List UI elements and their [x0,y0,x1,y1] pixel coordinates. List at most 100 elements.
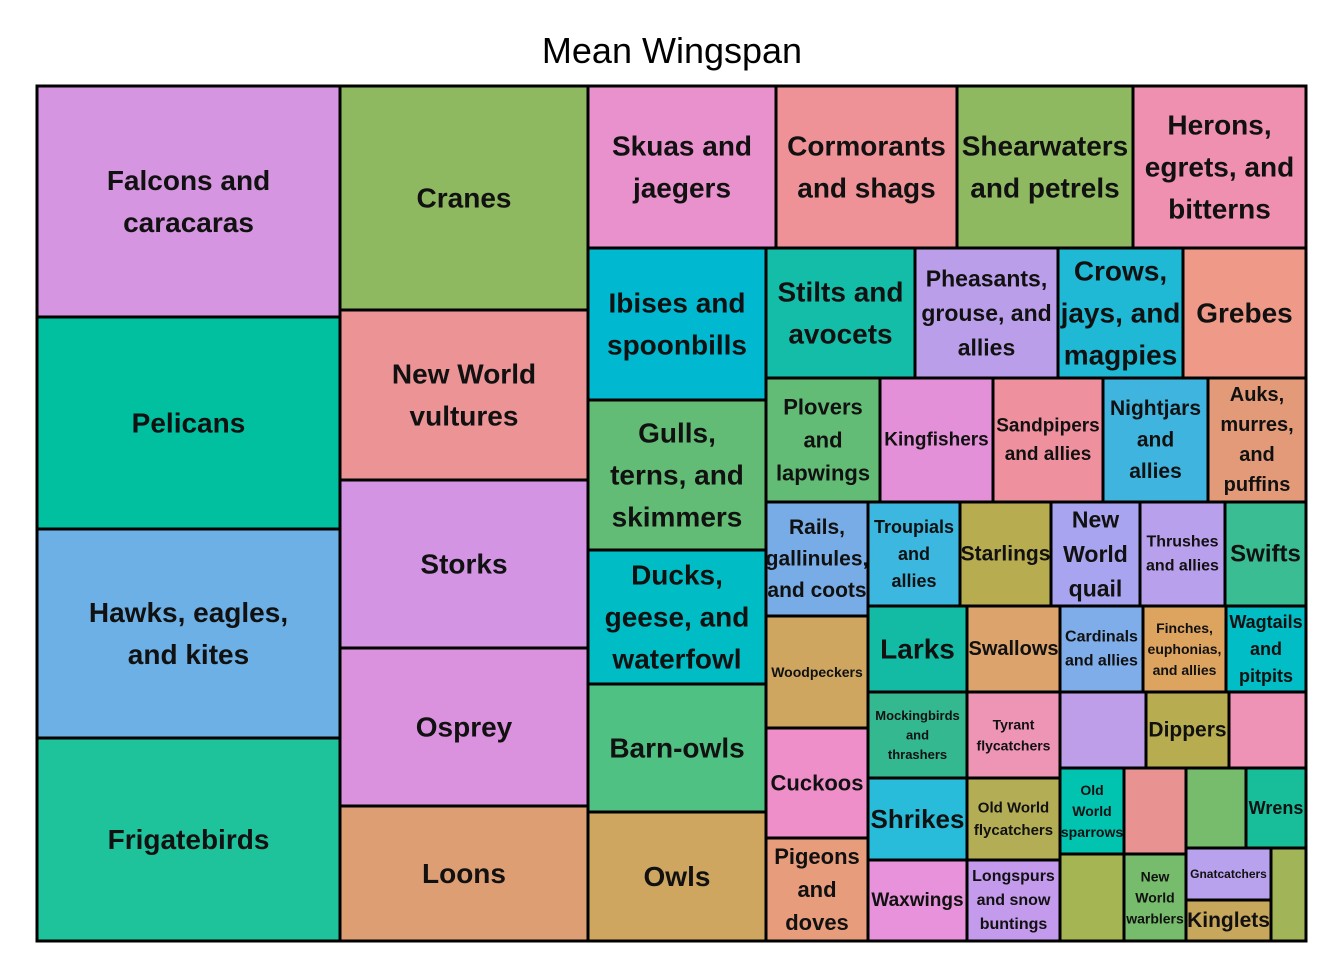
treemap-tile-rect [764,500,870,618]
treemap-tile-label: Hawks, eagles,and kites [89,597,288,670]
treemap-tile-rect [1122,766,1188,856]
treemap-tile: Pelicans [35,315,342,531]
treemap-tile-rect [586,84,778,250]
treemap-tile-rect [1058,852,1126,943]
treemap-tile [1122,766,1188,856]
treemap-tile: Wrens [1244,766,1308,850]
treemap-tile-label: Gnatcatchers [1190,867,1267,881]
treemap-tile-label: Pelicans [132,408,246,439]
treemap-tile: Larks [866,604,969,694]
treemap-tile-label: Barn-owls [609,733,744,764]
treemap-tile-label: Owls [644,861,711,892]
treemap-tile: Woodpeckers [764,614,870,730]
treemap-tile: Cranes [338,84,590,312]
treemap-tile-rect [1131,84,1308,250]
treemap-border [35,84,1308,943]
treemap-tile: Gnatcatchers [1184,846,1273,902]
treemap-tile-rect [35,527,342,740]
treemap-tile-label: Shrikes [871,804,965,834]
treemap-tile-label: Rails,gallinules,and coots [766,516,869,602]
treemap-tile [1227,690,1308,770]
treemap-tile-label: Swallows [968,638,1058,660]
treemap-tile-rect [1269,846,1308,943]
treemap-tile-label: Finches,euphonias,and allies [1148,620,1222,678]
treemap-tile: Hawks, eagles,and kites [35,527,342,740]
treemap-tile-rect [1058,690,1148,770]
treemap-tile [1269,846,1308,943]
treemap-tile-label: Woodpeckers [771,664,863,680]
treemap-tile-rect [991,376,1105,504]
treemap-tile-rect [338,84,590,312]
treemap-tile-rect [1058,766,1126,856]
treemap-tile [1058,852,1126,943]
treemap-tile: Starlings [958,500,1053,608]
treemap-tile: Kingfishers [878,376,995,504]
treemap-tile-rect [965,690,1062,780]
treemap-tile: Dippers [1144,690,1231,770]
treemap-tile-rect [586,548,768,686]
treemap-tile-rect [764,246,917,380]
treemap-tile-rect [965,776,1062,862]
treemap-tile [1184,766,1248,850]
treemap-tile: Waxwings [866,858,969,943]
treemap-tile-rect [1244,766,1308,850]
treemap-tile-rect [965,604,1062,694]
treemap-tile-rect [764,836,870,943]
treemap-tile-rect [866,858,969,943]
treemap-tile-rect [958,500,1053,608]
treemap-tile: Owls [586,810,768,943]
treemap-tile-rect [955,84,1135,250]
treemap-tile-rect [1141,604,1228,694]
treemap-tile: Finches,euphonias,and allies [1141,604,1228,694]
chart-title: Mean Wingspan [541,30,803,71]
treemap-tile-label: Dippers [1148,719,1226,742]
treemap-tile-rect [1181,246,1308,380]
treemap-tile-label: Storks [420,549,507,580]
treemap-tile-rect [1138,500,1227,608]
treemap-tile: Rails,gallinules,and coots [764,500,870,618]
treemap-tile: Swallows [965,604,1062,694]
treemap-tile-rect [1184,846,1273,902]
treemap-tile-rect [1144,690,1231,770]
treemap-tile: Swifts [1223,500,1308,608]
treemap-tile: Barn-owls [586,682,768,814]
treemap-tile-rect [35,84,342,319]
treemap-tile-rect [965,858,1062,943]
treemap-tile-rect [866,690,969,780]
treemap-tile-rect [586,398,768,552]
